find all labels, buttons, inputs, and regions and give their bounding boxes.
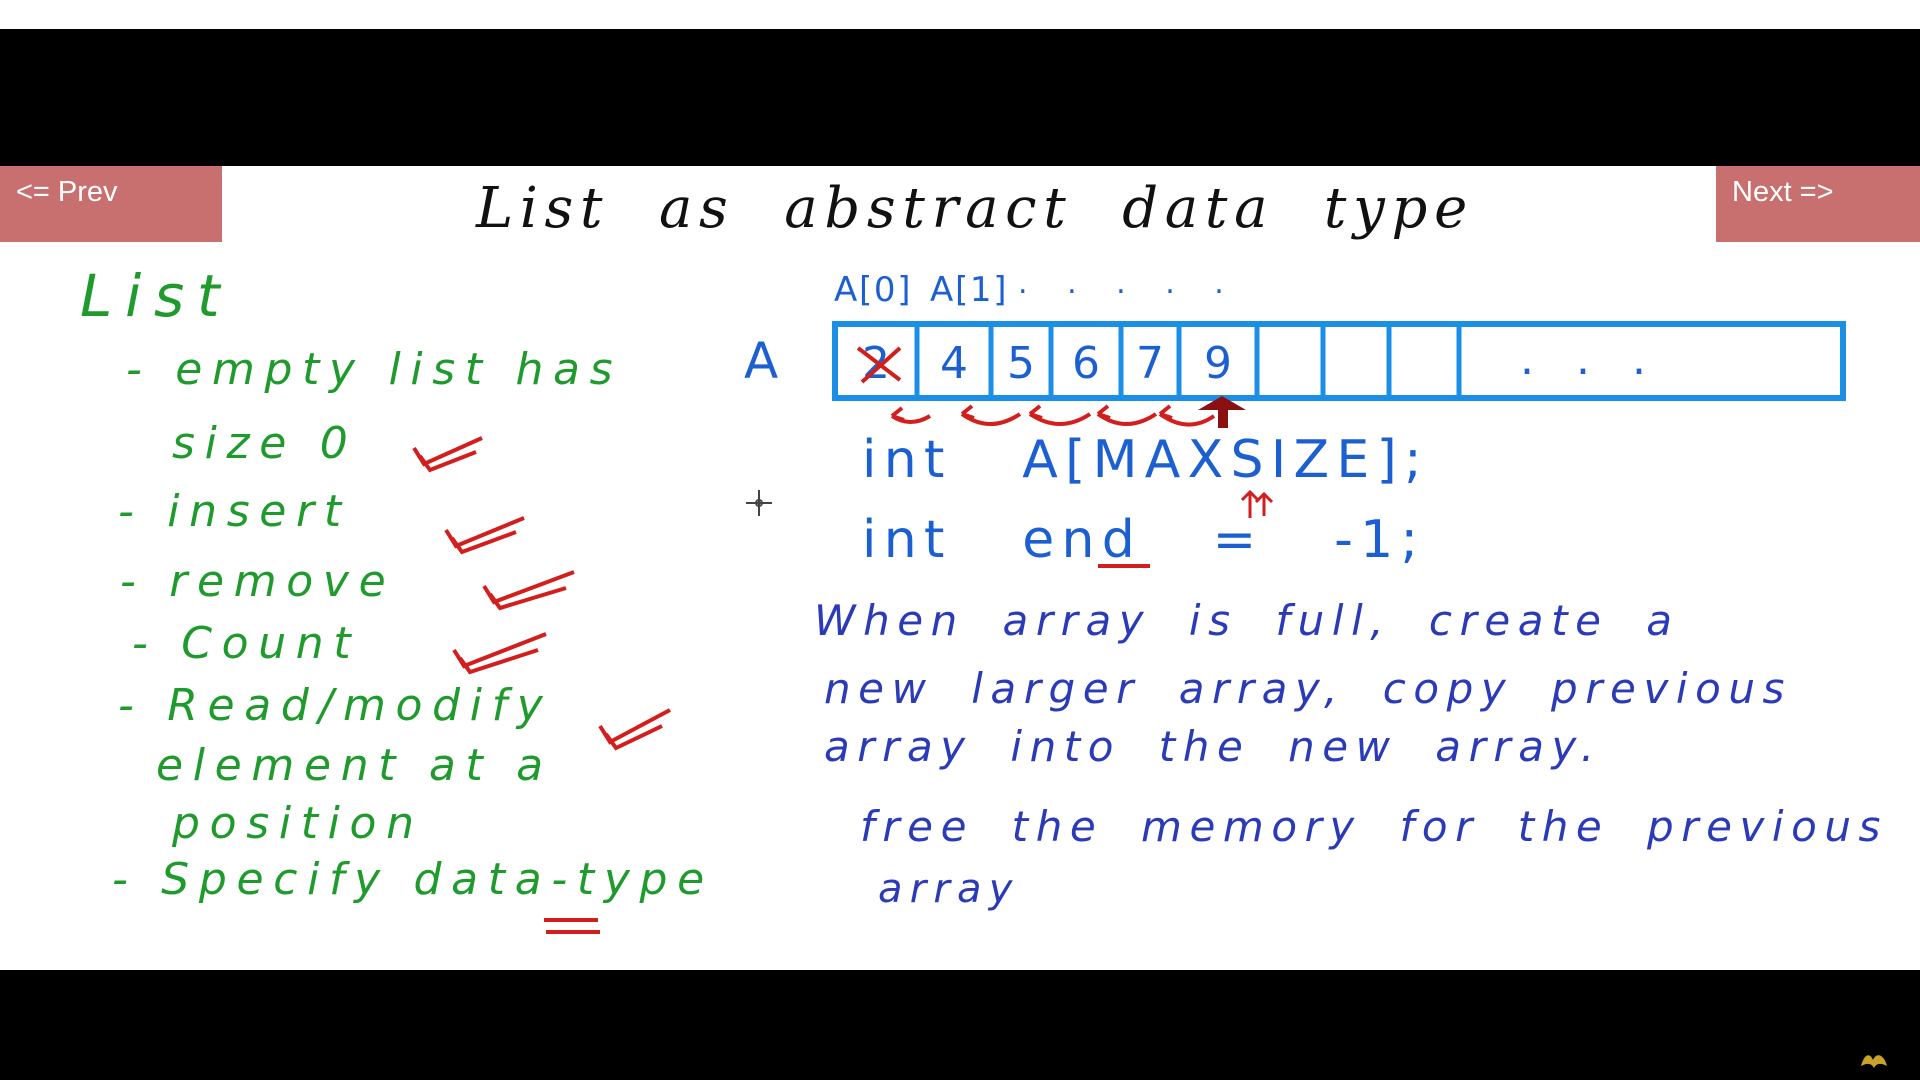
deleted-mark: [856, 346, 902, 384]
list-item: - empty list has: [126, 344, 623, 395]
video-letterbox-top: [0, 29, 1920, 166]
channel-logo-icon: [1858, 1048, 1890, 1072]
top-strip: [0, 0, 1920, 29]
shift-arrow: [1028, 404, 1092, 426]
note-line: new larger array, copy previous: [824, 664, 1792, 713]
note-line: free the memory for the previous: [860, 802, 1888, 851]
note-line: array: [878, 866, 1020, 912]
array-cell-value: 4: [940, 338, 968, 389]
video-letterbox-bottom: [0, 970, 1920, 1080]
array-cell-value: 6: [1072, 338, 1100, 389]
note-line: When array is full, create a: [814, 596, 1680, 645]
prev-button[interactable]: <= Prev: [0, 166, 222, 242]
array-cell-dividers: [914, 324, 1462, 398]
cursor-icon: [746, 490, 772, 516]
list-heading: List: [80, 262, 233, 330]
list-item: - insert: [118, 486, 351, 537]
datatype-underline: [544, 918, 600, 934]
array-cell-value: 7: [1136, 338, 1164, 389]
array-cell-value: 9: [1204, 338, 1232, 389]
array-name-label: A: [744, 332, 790, 390]
code-line-end: int end = -1;: [862, 510, 1426, 570]
maxsize-marker: [1240, 489, 1274, 518]
note-line: array into the new array.: [824, 722, 1602, 771]
list-item: element at a: [156, 740, 553, 791]
list-item: - Count: [132, 618, 361, 669]
code-line-array: int A[MAXSIZE];: [862, 430, 1429, 490]
index-label-ellipsis: . . . . .: [1018, 266, 1239, 301]
board-drawings: 2 4 5 6 7 9 . . .: [412, 321, 1846, 934]
list-item: - remove: [120, 556, 396, 607]
shift-arrow: [890, 406, 932, 424]
whiteboard: List as abstract data type List - empty …: [0, 166, 1920, 970]
array-cell-value: . . .: [1520, 334, 1660, 385]
array-box-outline: [832, 321, 1846, 401]
shift-arrow: [960, 404, 1022, 426]
list-item: - Specify data-type: [112, 854, 714, 905]
array-cell-value: 5: [1007, 338, 1035, 389]
shift-arrow: [1158, 404, 1216, 427]
list-item: position: [172, 798, 424, 849]
index-label-1: A[1]: [930, 270, 1009, 310]
next-button[interactable]: Next =>: [1716, 166, 1920, 242]
shift-arrow: [1096, 404, 1158, 426]
index-label-0: A[0]: [834, 270, 913, 310]
slide-title: List as abstract data type: [476, 176, 1474, 241]
check-marks: [412, 436, 671, 751]
end-pointer-arrow: [1198, 396, 1246, 428]
list-item: - Read/modify: [118, 680, 553, 731]
list-item: size 0: [172, 418, 358, 469]
